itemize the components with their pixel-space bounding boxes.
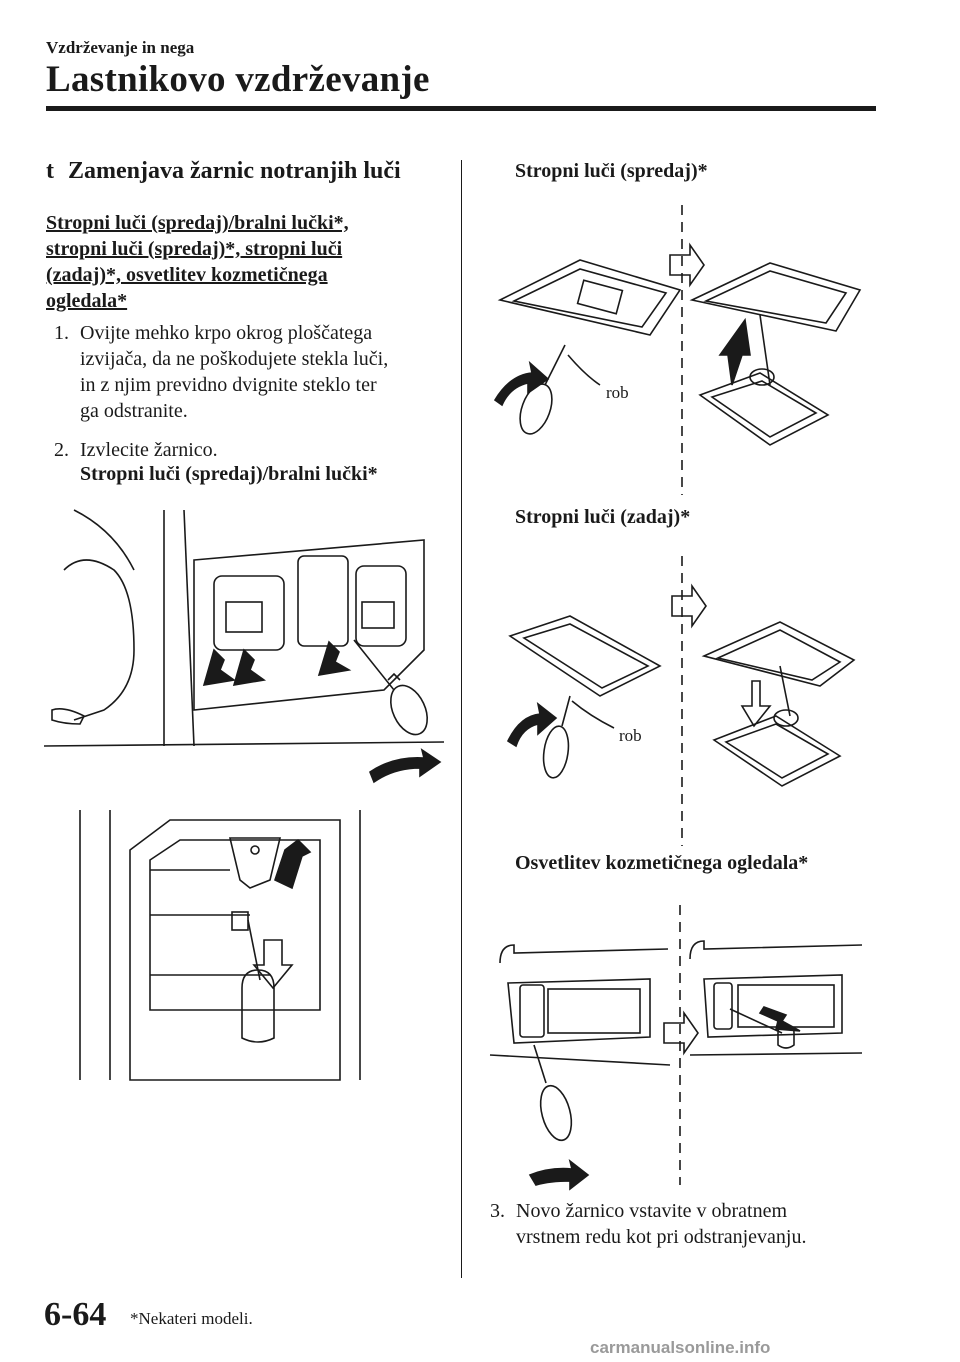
step-3: 3. Novo žarnico vstavite v obratnem vrst… xyxy=(490,1198,910,1258)
step-line: Izvlecite žarnico. xyxy=(80,439,218,461)
caption-vanity: Osvetlitev kozmetičnega ogledala* xyxy=(515,852,809,874)
subsection-line: ogledala* xyxy=(46,290,128,312)
caption-rear: Stropni luči (zadaj)* xyxy=(515,506,691,528)
page-title: Lastnikovo vzdrževanje xyxy=(46,59,430,100)
step-number: 1. xyxy=(54,322,69,344)
step-line: Ovijte mehko krpo okrog ploščatega xyxy=(80,322,373,344)
footnote: *Nekateri modeli. xyxy=(130,1309,253,1328)
running-header: Vzdrževanje in nega xyxy=(46,38,195,57)
watermark: carmanualsonline.info xyxy=(590,1338,771,1357)
figure-rear-light xyxy=(506,556,856,846)
figure-front-light xyxy=(493,205,862,495)
step-2: 2. Izvlecite žarnico. xyxy=(54,437,454,467)
caption-front: Stropni luči (spredaj)* xyxy=(515,160,708,182)
figure-front-reading-lights xyxy=(43,509,445,784)
figure-vanity-light xyxy=(489,905,863,1191)
step-1: 1. Ovijte mehko krpo okrog ploščatega iz… xyxy=(54,320,454,430)
subsection-title: Stropni luči (spredaj)/bralni lučki*, st… xyxy=(46,210,446,314)
figure-front-reading-lights-detail xyxy=(79,810,361,1081)
page-number: 6-64 xyxy=(44,1296,107,1333)
step-line: in z njim previdno dvignite steklo ter xyxy=(80,374,377,396)
section-title-text: Zamenjava žarnic notranjih luči xyxy=(68,158,401,184)
subsection-line: stropni luči (spredaj)*, stropni luči xyxy=(46,238,343,260)
step-line: vrstnem redu kot pri odstranjevanju. xyxy=(516,1226,807,1248)
step-text: Novo žarnico vstavite v obratnem vrstnem… xyxy=(516,1198,807,1250)
section-title: t Zamenjava žarnic notranjih luči xyxy=(46,158,401,185)
subsection-line: Stropni luči (spredaj)/bralni lučki*, xyxy=(46,212,349,234)
step-line: ga odstranite. xyxy=(80,400,188,422)
step-text: Izvlecite žarnico. xyxy=(80,437,218,463)
section-marker: t xyxy=(46,158,54,184)
caption-front-reading: Stropni luči (spredaj)/bralni lučki* xyxy=(80,463,378,485)
step-number: 3. xyxy=(490,1200,505,1222)
step-line: izvijača, da ne poškodujete stekla luči, xyxy=(80,348,389,370)
step-number: 2. xyxy=(54,439,69,461)
header-rule xyxy=(46,106,876,111)
column-divider xyxy=(461,160,462,1278)
label-rob-front: rob xyxy=(606,383,629,402)
subsection-line: (zadaj)*, osvetlitev kozmetičnega xyxy=(46,264,328,286)
step-text: Ovijte mehko krpo okrog ploščatega izvij… xyxy=(80,320,388,424)
step-line: Novo žarnico vstavite v obratnem xyxy=(516,1200,788,1222)
label-rob-rear: rob xyxy=(619,726,642,745)
